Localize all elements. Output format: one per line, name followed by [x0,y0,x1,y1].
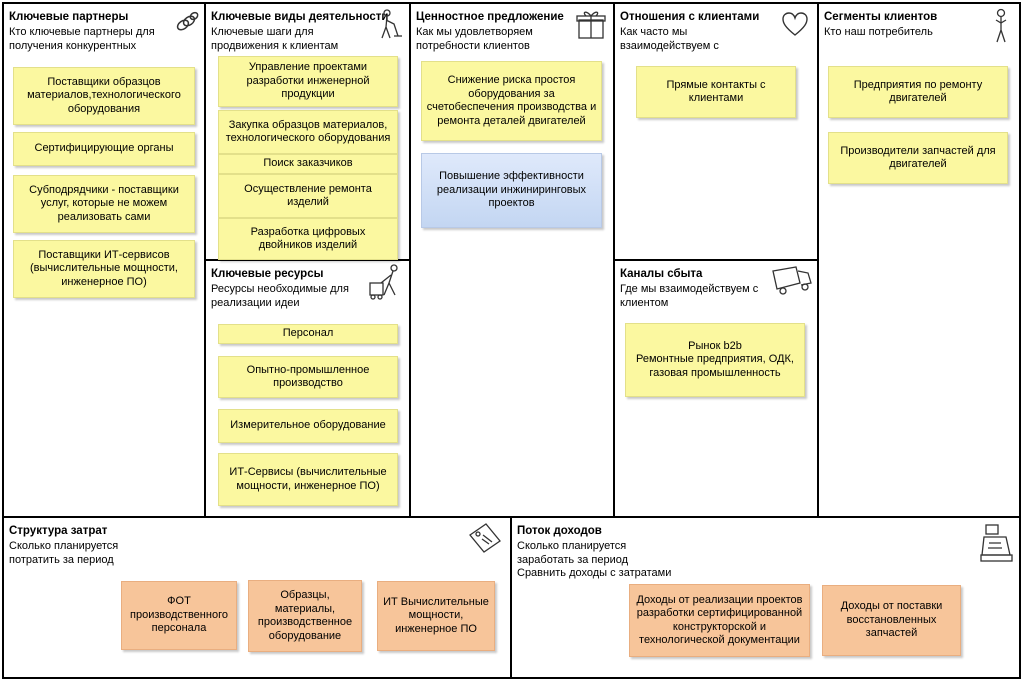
block-subtitle: Кто ключевые партнеры для получения конк… [9,26,155,52]
delivery-truck-icon [770,263,814,304]
note-revenue-parts: Доходы от поставки восстановленных запча… [822,585,961,656]
block-subtitle: Где мы взаимодействуем с клиентом [620,283,759,309]
note-relationship-direct: Прямые контакты с клиентами [636,66,796,118]
block-key-partners: Ключевые партнеры Кто ключевые партнеры … [4,4,204,516]
note-cost-materials: Образцы, материалы, производственное обо… [248,580,362,652]
block-title: Каналы сбыта [620,268,703,280]
canvas-border-right [1019,2,1021,679]
cash-register-icon [980,521,1014,570]
note-activity-procurement: Закупка образцов материалов, технологиче… [218,110,398,154]
block-subtitle: Кто наш потребитель [824,26,933,38]
note-cost-payroll: ФОТ производственного персонала [121,581,237,650]
block-channels: Каналы сбыта Где мы взаимодействуем с кл… [615,261,817,516]
divider-h-activities [204,259,411,261]
block-key-activities: Ключевые виды деятельности Ключевые шаги… [206,4,409,260]
note-segment-repair-enterprises: Предприятия по ремонту двигателей [828,66,1008,118]
block-subtitle: Как мы удовлетворяем потребности клиенто… [416,26,533,52]
block-title: Отношения с клиентами [620,11,760,23]
note-revenue-projects: Доходы от реализации проектов разработки… [629,584,810,657]
block-subtitle: Сколько планируется потратить за период [9,540,119,566]
note-value-engineering-efficiency: Повышение эффективности реализации инжин… [421,153,602,228]
block-customer-segments: Сегменты клиентов Кто наш потребитель Пр… [819,4,1019,516]
block-subtitle: Ключевые шаги для продвижения к клиентам [211,26,339,52]
note-partner-suppliers: Поставщики образцов материалов,технологи… [13,67,195,125]
person-icon [991,8,1011,49]
note-partner-certification: Сертифицирующие органы [13,132,195,166]
note-activity-project-mgmt: Управление проектами разработки инженерн… [218,56,398,107]
note-activity-search: Поиск заказчиков [218,154,398,174]
block-title: Ключевые партнеры [9,11,129,23]
note-value-risk-reduction: Снижение риска простоя оборудования за с… [421,61,602,141]
block-cost-structure: Структура затрат Сколько планируется пот… [4,518,510,677]
block-customer-relationships: Отношения с клиентами Как часто мы взаим… [615,4,817,259]
worker-cleaning-icon [374,8,404,47]
price-tag-icon [466,521,504,560]
block-title: Поток доходов [517,525,602,537]
block-title: Ключевые виды деятельности [211,11,389,23]
note-cost-it: ИТ Вычислительные мощности, инженерное П… [377,581,495,651]
block-title: Ключевые ресурсы [211,268,324,280]
chain-link-icon [174,10,200,41]
note-activity-repair: Осуществление ремонта изделий [218,174,398,218]
heart-icon [781,11,809,42]
worker-pushing-icon [368,263,406,308]
divider-v-bottom [510,516,512,679]
canvas-border-top [2,2,1021,4]
note-partner-it: Поставщики ИТ-сервисов (вычислительные м… [13,240,195,298]
divider-h-relationships [613,259,819,261]
block-title: Ценностное предложение [416,11,564,23]
gift-box-icon [574,8,608,47]
block-title: Сегменты клиентов [824,11,938,23]
note-resource-measuring: Измерительное оборудование [218,409,398,443]
block-value-proposition: Ценностное предложение Как мы удовлетвор… [411,4,613,516]
block-key-resources: Ключевые ресурсы Ресурсы необходимые для… [206,261,409,516]
note-segment-parts-manufacturers: Производители запчастей для двигателей [828,132,1008,184]
block-subtitle: Как часто мы взаимодействуем с [620,26,719,52]
block-revenue-streams: Поток доходов Сколько планируется зарабо… [512,518,1019,677]
note-resource-personnel: Персонал [218,324,398,344]
block-subtitle: Ресурсы необходимые для реализации идеи [211,283,349,309]
note-partner-subcontractors: Субподрядчики - поставщики услуг, которы… [13,175,195,233]
note-resource-production: Опытно-промышленное производство [218,356,398,398]
block-subtitle: Сколько планируется заработать за период… [517,540,672,579]
canvas-border-left [2,2,4,679]
block-title: Структура затрат [9,525,108,537]
note-resource-it: ИТ-Сервисы (вычислительные мощности, инж… [218,453,398,506]
note-channel-b2b: Рынок b2b Ремонтные предприятия, ОДК, га… [625,323,805,397]
note-activity-digital-twins: Разработка цифровых двойников изделий [218,218,398,260]
